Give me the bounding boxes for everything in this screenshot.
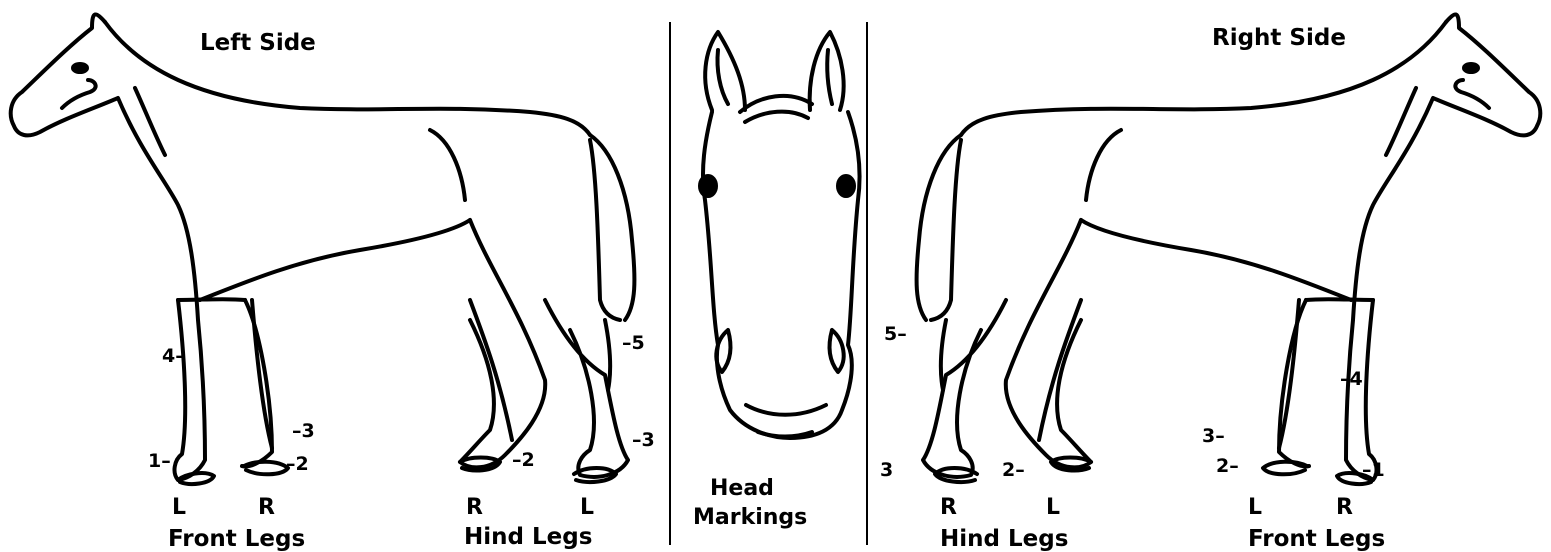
right-marker-front-3: 3–: [1202, 425, 1225, 447]
left-side-title: Left Side: [200, 30, 316, 56]
right-front-legs-label: Front Legs: [1248, 526, 1385, 552]
left-marker-5: –5: [622, 332, 645, 354]
right-marker-front-2: 2–: [1216, 455, 1239, 477]
right-front-leg-R: R: [1336, 495, 1353, 520]
left-marker-4: 4–: [162, 345, 185, 367]
left-hind-leg-L: L: [580, 495, 594, 520]
right-side-title: Right Side: [1212, 25, 1346, 51]
right-hind-leg-L: L: [1046, 495, 1060, 520]
head-front-drawing: [700, 32, 860, 438]
right-marker-5: 5–: [884, 323, 907, 345]
right-marker-hind-2: 2–: [1002, 459, 1025, 481]
head-caption-line2: Markings: [693, 505, 807, 530]
left-front-leg-R: R: [258, 495, 275, 520]
right-marker-hind-3: 3: [880, 459, 893, 481]
left-marker-hind-3: –3: [632, 429, 655, 451]
right-marker-4: –4: [1340, 368, 1363, 390]
left-marker-front-3: –3: [292, 420, 315, 442]
right-hind-leg-R: R: [940, 495, 957, 520]
left-hind-legs-label: Hind Legs: [464, 524, 592, 550]
left-horse-drawing: [11, 14, 635, 484]
right-hind-legs-label: Hind Legs: [940, 526, 1068, 552]
right-front-leg-L: L: [1248, 495, 1262, 520]
left-front-leg-L: L: [172, 495, 186, 520]
right-marker-1: –1: [1362, 459, 1385, 481]
head-caption-line1: Head: [710, 476, 774, 501]
left-marker-front-2: –2: [286, 453, 309, 475]
left-front-legs-label: Front Legs: [168, 526, 305, 552]
left-hind-leg-R: R: [466, 495, 483, 520]
right-horse-drawing: [917, 14, 1541, 484]
left-marker-1: 1–: [148, 450, 171, 472]
left-marker-hind-2: –2: [512, 449, 535, 471]
